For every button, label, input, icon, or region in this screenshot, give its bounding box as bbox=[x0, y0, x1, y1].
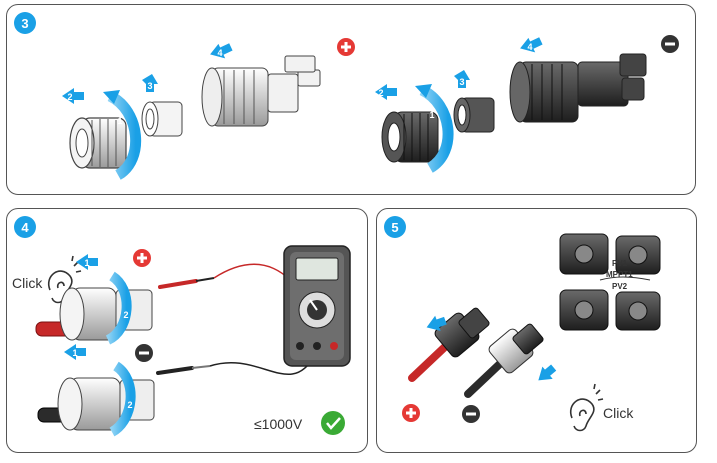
step-badge-5: 5 bbox=[384, 216, 406, 238]
arrow-label-2-right: 2 bbox=[378, 88, 383, 98]
arrow-label-p4-2b: 2 bbox=[127, 400, 132, 410]
cap-nut-right bbox=[381, 111, 439, 163]
panel5-positive-connector bbox=[408, 307, 490, 382]
arrow-label-p4-1b: 1 bbox=[72, 348, 77, 358]
arrow-4-left bbox=[210, 43, 233, 59]
connector-body-negative bbox=[509, 53, 647, 123]
arrow-1-p4-plus bbox=[76, 254, 98, 270]
arrow-3-left bbox=[142, 74, 158, 92]
seal-ring-right bbox=[453, 97, 495, 133]
voltage-label: ≤1000V bbox=[254, 416, 303, 432]
panel4-negative-connector bbox=[37, 361, 155, 437]
rotate-arrow-p4-plus bbox=[105, 271, 132, 345]
inverter-dc-ports bbox=[559, 233, 661, 331]
step-badge-4: 4 bbox=[14, 216, 36, 238]
arrow-label-2: 2 bbox=[67, 92, 72, 102]
cap-nut-left bbox=[69, 117, 127, 169]
connector-body-positive bbox=[201, 55, 321, 127]
arrow-2-left bbox=[62, 88, 84, 104]
arrow-p5-left bbox=[426, 315, 447, 331]
panel4-positive-connector bbox=[35, 271, 153, 345]
pv2-label: PV2 bbox=[612, 282, 628, 291]
arrow-label-3-right: 3 bbox=[459, 77, 464, 87]
arrow-2-right bbox=[375, 84, 397, 100]
positive-icon-panel3 bbox=[337, 38, 355, 56]
arrow-label-p4-1: 1 bbox=[84, 258, 89, 268]
arrow-label-4: 4 bbox=[217, 48, 222, 58]
negative-icon-panel4 bbox=[135, 344, 153, 362]
ear-icon-right bbox=[569, 383, 604, 432]
negative-icon-panel5 bbox=[462, 405, 480, 423]
rotate-arrow-p4-minus bbox=[109, 361, 136, 437]
positive-icon-panel4 bbox=[133, 249, 151, 267]
check-icon bbox=[321, 411, 345, 435]
rotate-arrow-1 bbox=[107, 91, 142, 180]
panel3-negative-assembly bbox=[375, 35, 679, 173]
arrow-label-4-right: 4 bbox=[527, 42, 532, 52]
arrow-label-1: 1 bbox=[117, 116, 122, 126]
panel3-positive-assembly bbox=[62, 38, 355, 180]
arrow-label-1-right: 1 bbox=[429, 110, 434, 120]
arrow-p5-right bbox=[538, 364, 557, 381]
seal-ring-left bbox=[141, 101, 183, 137]
arrow-label-3: 3 bbox=[147, 81, 152, 91]
negative-icon-panel3 bbox=[661, 35, 679, 53]
multimeter bbox=[283, 245, 351, 367]
click-label-left: Click bbox=[12, 275, 43, 291]
panel5-negative-connector bbox=[464, 323, 544, 398]
arrow-3-right bbox=[454, 70, 470, 88]
arrow-4-right bbox=[520, 37, 543, 53]
click-label-right: Click bbox=[603, 405, 634, 421]
ear-icon-left bbox=[47, 255, 82, 304]
rotate-arrow-1-right bbox=[419, 85, 454, 173]
pv1-label: PV1 bbox=[612, 259, 628, 268]
arrow-1-p4-minus bbox=[64, 344, 86, 360]
arrow-label-p4-2: 2 bbox=[123, 310, 128, 320]
mppt-label: MPPT1 bbox=[606, 270, 633, 279]
step-badge-3: 3 bbox=[14, 12, 36, 34]
positive-icon-panel5 bbox=[402, 404, 420, 422]
